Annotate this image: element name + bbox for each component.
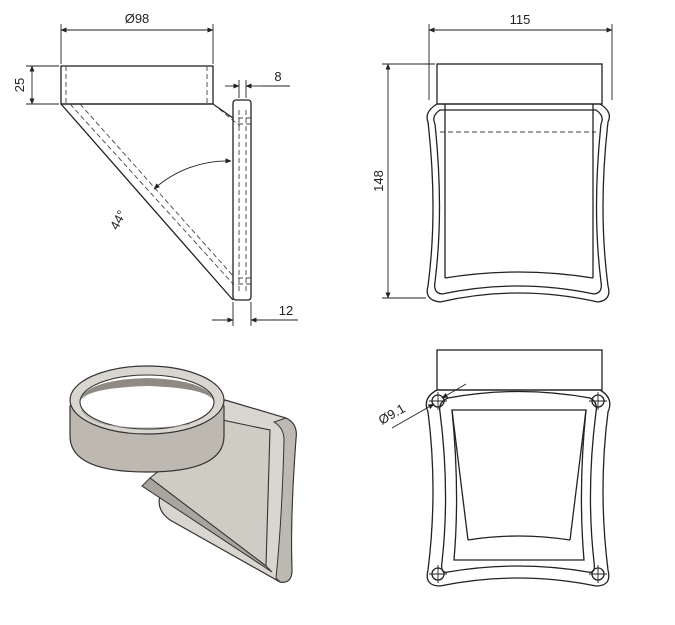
plate-back-outline [425,389,611,587]
plate-side-outline [232,99,252,301]
dim-height-25: 25 [12,78,27,92]
dim-diameter-98: Ø98 [125,11,150,26]
dim-thickness-12: 12 [279,303,293,318]
back-view: Ø9.1 [376,349,611,587]
dim-height-148: 148 [371,170,386,192]
ring-side-outline [60,65,214,105]
isometric-view [69,365,297,583]
dim-thickness-8: 8 [274,69,281,84]
side-view: Ø98 25 8 12 44° [12,11,298,326]
plate-front-outline [426,103,611,303]
dim-width-115: 115 [510,12,531,27]
dim-hole-9-1: Ø9.1 [376,401,408,428]
dim-angle-44: 44° [107,208,129,232]
brace-side-outline [60,103,234,301]
front-view: 115 148 [371,12,613,303]
